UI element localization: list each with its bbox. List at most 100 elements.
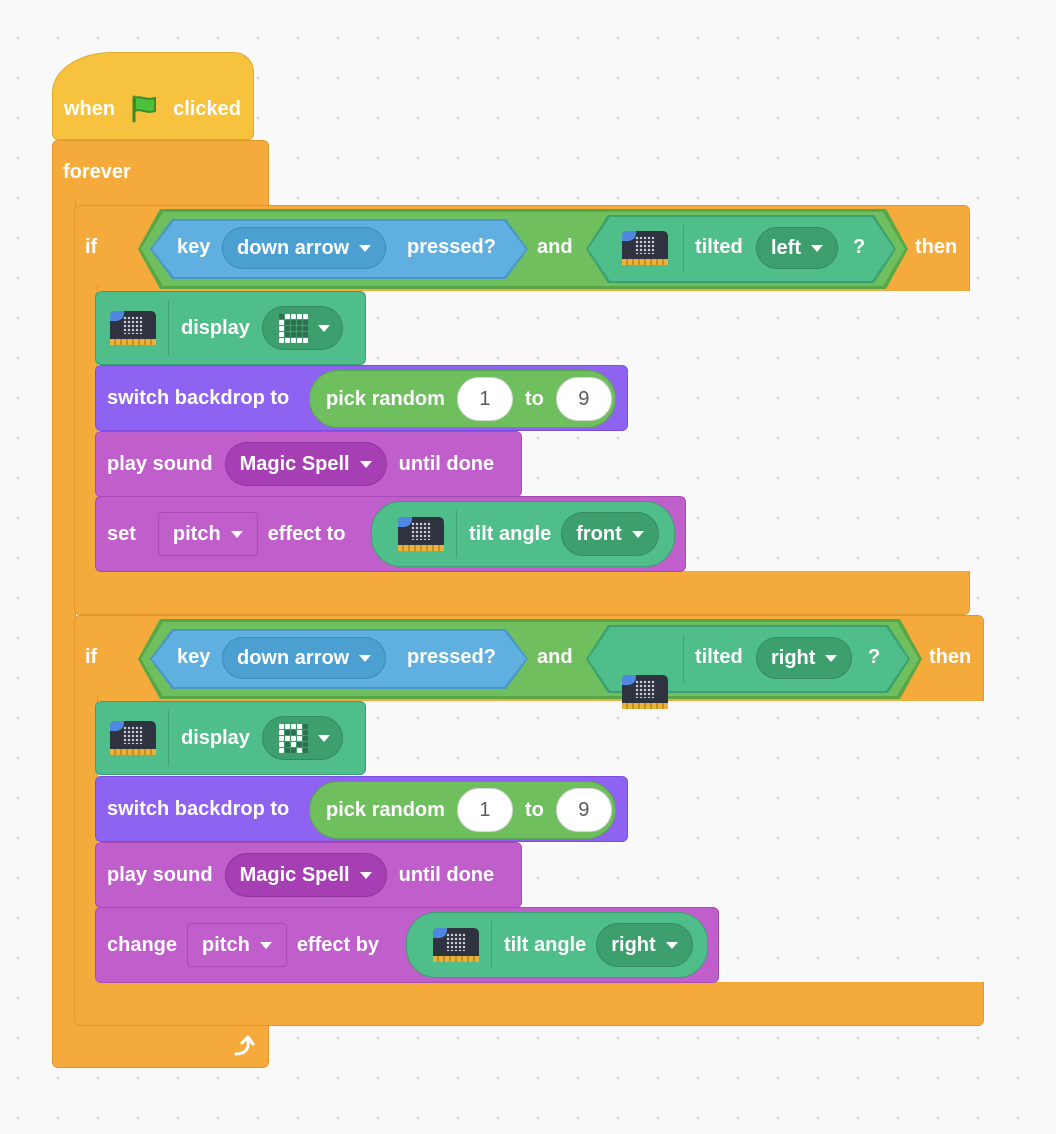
loop-arrow-icon [234,1035,255,1056]
if2-effect-by-label: effect by [296,933,380,956]
led-pixel [296,735,302,741]
divider [168,710,169,766]
if2-display-matrix-dropdown[interactable] [261,716,343,760]
led-pixel [290,729,296,735]
if1-sound-name: Magic Spell [239,452,350,475]
if1-switch-backdrop-label: switch backdrop to [107,386,290,409]
led-pixel [278,723,284,729]
if1-until-done-label: until done [398,452,495,475]
led-matrix-icon [278,313,308,343]
if1-display-block[interactable]: display [95,291,366,365]
led-pixel [296,741,302,747]
forever-arm [52,200,76,1030]
if1-tilted-dropdown[interactable]: left [756,227,838,269]
if1-tilt-dir-value: front [576,522,622,545]
if2-play-sound-label: play sound [107,863,213,886]
if1-and-label: and [537,236,573,258]
if1-random-to-input[interactable]: 9 [555,377,612,421]
if1-tilted-label: tilted [695,236,743,258]
if2-until-done-label: until done [398,863,495,886]
if1-tilt-angle-reporter[interactable]: tilt angle front [371,501,675,567]
chevron-down-icon [259,941,272,949]
if2-and-label: and [537,646,573,668]
if1-display-matrix-dropdown[interactable] [261,306,343,350]
led-pixel [284,313,290,319]
if2-key-dropdown[interactable]: down arrow [222,637,387,679]
if2-pick-random[interactable]: pick random 1 to 9 [309,781,616,839]
led-pixel [284,319,290,325]
led-pixel [290,735,296,741]
if2-play-sound-block[interactable]: play sound Magic Spell until done [95,842,522,908]
when-flag-clicked-hat[interactable] [52,52,254,140]
if2-to-label: to [524,798,544,821]
led-pixel [302,741,308,747]
clicked-label: clicked [173,97,241,120]
led-pixel [296,313,302,319]
led-pixel [284,325,290,331]
if2-random-to-input[interactable]: 9 [555,788,612,832]
if1-play-sound-label: play sound [107,452,213,475]
forever-label: forever [63,161,131,183]
if1-effect-to-label: effect to [267,522,346,545]
if2-tilt-dir-value: right [611,933,656,956]
if2-effect-dropdown[interactable]: pitch [187,923,287,967]
if2-sound-dropdown[interactable]: Magic Spell [224,853,387,897]
if2-change-label: change [107,933,178,956]
if2-tilt-angle-reporter[interactable]: tilt angle right [406,912,708,978]
microbit-icon [398,517,444,551]
hat-content: when clicked [52,85,254,133]
if2-random-from-input[interactable]: 1 [456,788,513,832]
if2-display-block[interactable]: display [95,701,366,775]
led-pixel [284,337,290,343]
if1-pressed-label: pressed? [407,236,496,258]
led-pixel [290,319,296,325]
chevron-down-icon [359,654,372,662]
led-pixel [290,723,296,729]
if2-key-value: down arrow [237,646,350,669]
if2-tilt-dir-dropdown[interactable]: right [596,923,693,967]
led-pixel [290,331,296,337]
if2-tilted-dropdown[interactable]: right [756,637,853,679]
if1-play-sound-block[interactable]: play sound Magic Spell until done [95,431,522,497]
chevron-down-icon [665,941,678,949]
if2-pick-random-label: pick random [326,798,445,821]
if1-question: ? [853,236,866,258]
if1-random-from-input[interactable]: 1 [456,377,513,421]
led-pixel [278,325,284,331]
microbit-icon [110,721,156,755]
if2-switch-backdrop-label: switch backdrop to [107,797,290,820]
if1-then-label: then [915,236,958,258]
led-pixel [278,729,284,735]
microbit-icon [433,928,479,962]
if1-key-label: key [177,236,211,258]
if2-effect-value: pitch [202,933,250,956]
led-pixel [290,325,296,331]
led-pixel [296,747,302,753]
led-pixel [284,723,290,729]
if1-key-value: down arrow [237,236,350,259]
led-pixel [284,747,290,753]
divider [683,225,684,273]
chevron-down-icon [631,530,644,538]
if1-sound-dropdown[interactable]: Magic Spell [224,442,387,486]
if1-pick-random[interactable]: pick random 1 to 9 [309,370,616,428]
chevron-down-icon [359,244,372,252]
forever-foot [52,1024,269,1068]
if1-effect-dropdown[interactable]: pitch [157,512,258,556]
led-pixel [278,313,284,319]
if2-then-label: then [929,646,972,668]
if1-effect-value: pitch [172,522,221,545]
led-pixel [278,331,284,337]
led-pixel [302,723,308,729]
if1-to-label: to [524,387,544,410]
divider [491,921,492,969]
divider [683,635,684,683]
if1-tilt-dir-dropdown[interactable]: front [561,512,659,556]
if2-pressed-label: pressed? [407,646,496,668]
led-pixel [296,319,302,325]
if1-key-dropdown[interactable]: down arrow [222,227,387,269]
if1-tilt-angle-label: tilt angle [469,522,552,545]
chevron-down-icon [825,654,838,662]
led-pixel [290,313,296,319]
forever-block[interactable] [52,140,269,206]
